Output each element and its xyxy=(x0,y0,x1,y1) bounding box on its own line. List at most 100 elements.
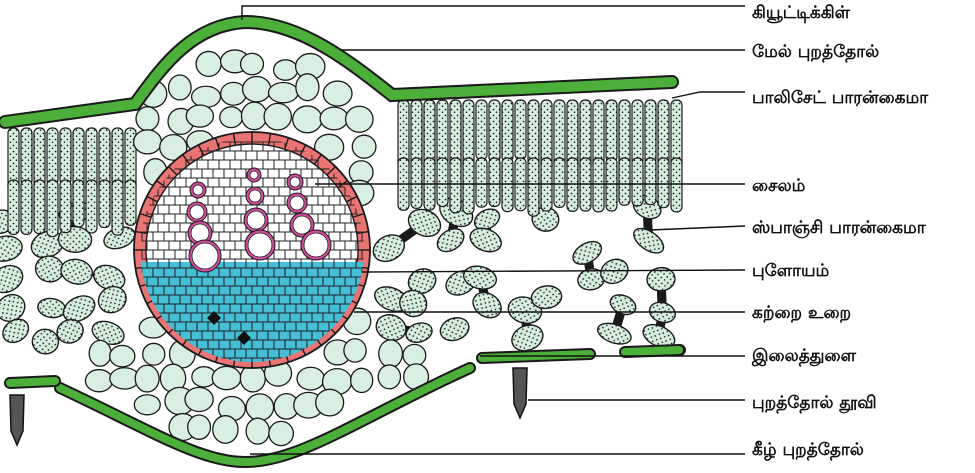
palisade-cell xyxy=(606,100,617,162)
palisade-cell xyxy=(658,100,669,167)
palisade-cell xyxy=(411,158,422,208)
leader-line xyxy=(650,226,745,230)
xylem-lumen xyxy=(248,233,272,257)
ground-cell xyxy=(344,339,366,362)
ground-cell xyxy=(85,370,112,392)
label-stomata: இலைத்துளை xyxy=(752,346,856,366)
palisade-cell xyxy=(567,158,578,211)
xylem-lumen xyxy=(192,243,218,269)
palisade-cell xyxy=(502,100,513,162)
leader-line xyxy=(242,6,745,20)
label-trichome: புறத்தோல் தூவி xyxy=(752,393,877,413)
bundle-mesh-cell xyxy=(340,160,351,169)
ground-cell xyxy=(169,75,192,100)
palisade-cell xyxy=(112,128,123,188)
palisade-cell xyxy=(489,100,500,162)
ground-cell xyxy=(143,343,165,365)
ground-cell xyxy=(320,107,348,130)
ground-cell xyxy=(110,345,135,366)
ground-cell xyxy=(241,53,264,74)
ground-cell xyxy=(378,365,400,389)
palisade-cell xyxy=(463,158,474,214)
ground-cell xyxy=(186,105,213,127)
palisade-cell xyxy=(21,128,32,185)
ground-cell xyxy=(323,81,352,106)
palisade-cell xyxy=(112,180,123,235)
leader-line xyxy=(672,92,745,98)
ground-cell xyxy=(192,86,221,107)
spongy-cell xyxy=(36,297,66,320)
palisade-cell xyxy=(99,180,110,228)
xylem-lumen xyxy=(249,190,261,202)
trichome-hair xyxy=(10,395,24,445)
bundle-mesh-cell xyxy=(367,205,378,214)
xylem-lumen xyxy=(250,171,258,179)
ground-cell xyxy=(188,415,211,439)
ground-cell xyxy=(241,102,266,129)
palisade-cell xyxy=(47,128,58,185)
spongy-cell xyxy=(0,233,24,264)
palisade-cell xyxy=(528,158,539,216)
ground-cell xyxy=(297,367,324,390)
bundle-mesh-cell xyxy=(362,358,373,367)
ground-cell xyxy=(136,107,159,131)
ground-cell xyxy=(212,366,241,389)
ground-cell xyxy=(196,51,221,76)
ground-cell xyxy=(316,389,344,416)
ground-cell xyxy=(243,77,271,102)
trichome-hair xyxy=(513,368,527,418)
palisade-cell xyxy=(619,100,630,167)
spongy-cell xyxy=(404,320,435,345)
ground-cell xyxy=(268,83,298,103)
ground-cell xyxy=(213,416,238,444)
ground-cell xyxy=(134,130,162,154)
palisade-cell xyxy=(645,158,656,205)
ground-cell xyxy=(346,106,373,132)
ground-cell xyxy=(352,135,376,158)
spongy-cell xyxy=(31,328,60,355)
palisade-cell xyxy=(437,100,448,166)
palisade-cell xyxy=(476,100,487,160)
xylem-lumen xyxy=(293,216,311,234)
palisade-cell xyxy=(593,158,604,212)
ground-cell xyxy=(134,395,160,415)
spongy-cell xyxy=(58,256,95,287)
ground-cell xyxy=(246,394,273,421)
xylem-lumen xyxy=(247,211,265,229)
ground-cell xyxy=(274,60,298,80)
spongy-cell xyxy=(468,287,506,322)
palisade-cell xyxy=(60,128,71,185)
ground-cell xyxy=(269,421,294,445)
spongy-cell xyxy=(467,224,505,256)
xylem-lumen xyxy=(304,233,328,257)
lower-epidermis-segment-fill xyxy=(10,381,55,383)
palisade-cell xyxy=(34,180,45,234)
palisade-cell xyxy=(437,158,448,206)
palisade-cell xyxy=(658,158,669,208)
ground-cell xyxy=(185,387,213,411)
palisade-cell xyxy=(554,158,565,207)
ground-cell xyxy=(246,418,269,444)
bundle-mesh-cell xyxy=(367,331,378,340)
palisade-cell xyxy=(632,158,643,206)
palisade-cell xyxy=(21,180,32,234)
label-phloem: புளோயம் xyxy=(752,261,829,281)
ground-cell xyxy=(220,107,243,128)
palisade-cell xyxy=(619,158,630,205)
ground-cell xyxy=(351,368,373,392)
label-spongy-parenchyma: ஸ்பாஞ்சி பாரன்கைமா xyxy=(752,218,926,238)
ground-cell xyxy=(296,74,319,101)
label-lower-epidermis: கீழ் புறத்தோல் xyxy=(752,440,864,460)
palisade-cell xyxy=(73,180,84,227)
palisade-cell xyxy=(515,100,526,159)
palisade-cell xyxy=(489,158,500,207)
palisade-cell xyxy=(60,180,71,233)
ground-cell xyxy=(264,103,291,130)
palisade-cell xyxy=(671,158,682,212)
palisade-cell xyxy=(8,180,19,234)
palisade-cell xyxy=(34,128,45,187)
palisade-cell xyxy=(645,100,656,164)
xylem-lumen xyxy=(191,224,209,242)
lower-epidermis-segment-fill xyxy=(625,350,680,352)
palisade-cell xyxy=(502,158,513,212)
